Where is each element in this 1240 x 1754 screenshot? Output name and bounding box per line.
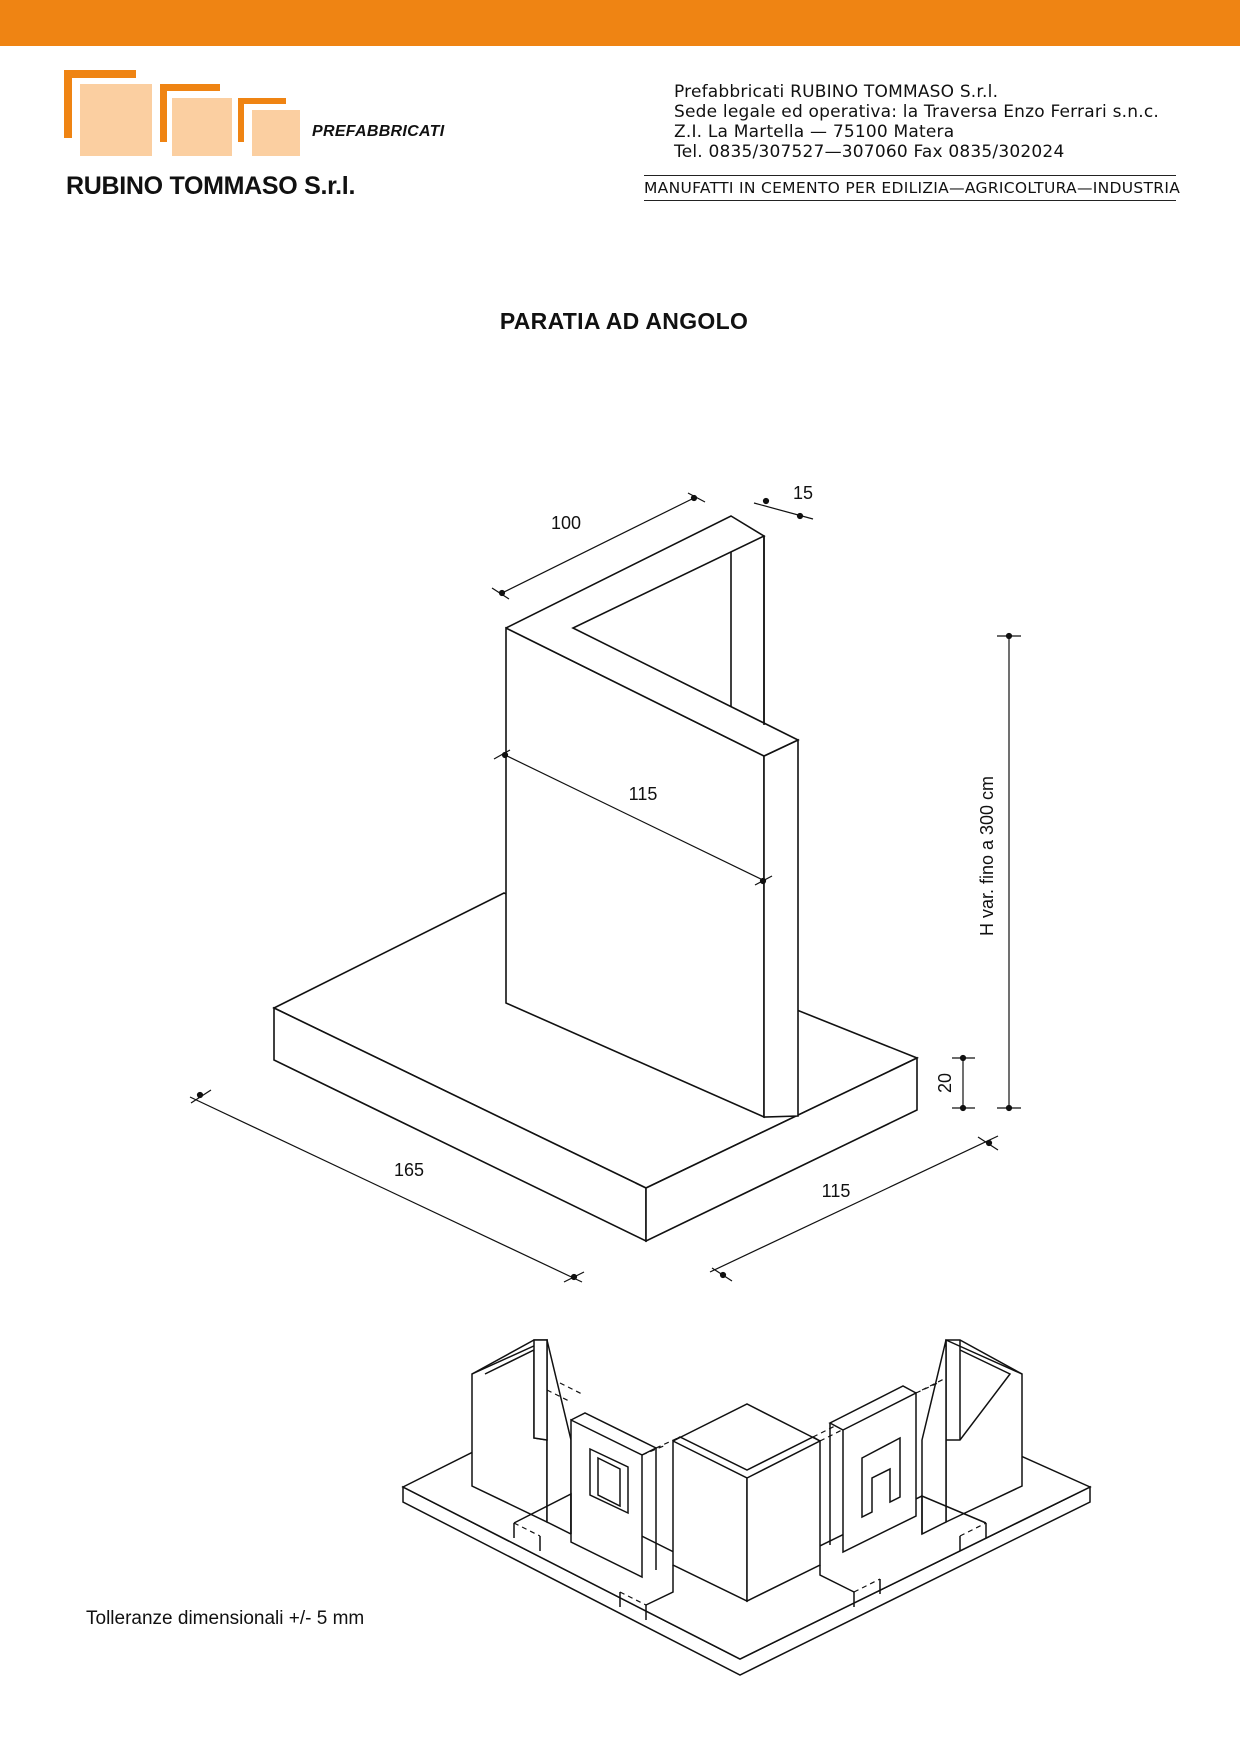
contact-line: Prefabbricati RUBINO TOMMASO S.r.l. [674,82,999,102]
front-wall-side [763,738,799,1118]
company-name: RUBINO TOMMASO S.r.l. [66,172,356,200]
dimension-lines [189,492,1021,1283]
dim-line-115-base [709,1135,999,1273]
contact-line: Z.I. La Martella — 75100 Matera [674,122,955,142]
contact-line: Sede legale ed operativa: la Traversa En… [674,102,1159,122]
business-tagline: MANUFATTI IN CEMENTO PER EDILIZIA—AGRICO… [644,175,1180,201]
base-slab-side [645,1056,918,1243]
wall-top-outline [505,515,800,757]
logo-tagline: PREFABBRICATI [312,123,445,140]
contact-block: Prefabbricati RUBINO TOMMASO S.r.l. Sede… [674,82,1159,162]
tolerance-note: Tolleranze dimensionali +/- 5 mm [86,1608,365,1629]
top-banner [0,0,1240,46]
dim-label-115-wall: 115 [629,784,658,804]
dim-line-165 [189,1096,583,1283]
logo-squares [64,70,300,156]
company-logo [64,70,300,156]
document-title: PARATIA AD ANGOLO [499,308,749,334]
dim-line-100 [499,496,697,595]
dim-label-20: 20 [935,1073,955,1093]
assembly-drawing [401,1338,1092,1676]
dim-line-115-wall [504,754,766,882]
dim-line-15 [753,502,814,520]
dim-label-15: 15 [793,483,813,503]
dim-label-165: 165 [394,1160,424,1180]
dim-label-100: 100 [551,513,581,533]
dim-label-height: H var. fino a 300 cm [977,776,997,936]
dim-label-115-base: 115 [822,1181,851,1201]
contact-line: Tel. 0835/307527—307060 Fax 0835/302024 [674,142,1065,162]
retaining-wall-isometric [272,515,919,1243]
